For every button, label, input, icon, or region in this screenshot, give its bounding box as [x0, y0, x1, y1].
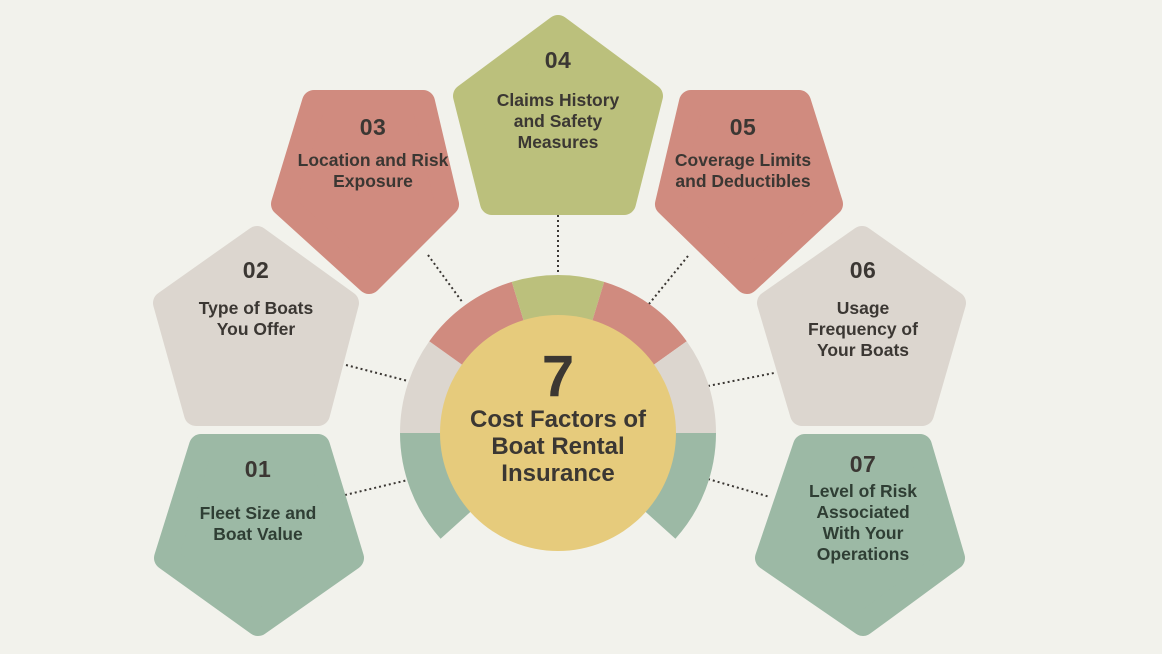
factor-05: 05 Coverage Limits and Deductibles — [663, 114, 823, 192]
factor-01-number: 01 — [244, 456, 272, 482]
ring-segment-02 — [400, 341, 463, 433]
factor-04: 04 Claims History and Safety Measures — [478, 47, 638, 153]
factor-02-label: Type of Boats You Offer — [198, 298, 314, 339]
pentagon-02 — [153, 226, 359, 426]
pentagon-05 — [655, 90, 843, 294]
connector-07 — [707, 478, 771, 498]
pentagon-06 — [757, 226, 966, 426]
factor-01-label: Fleet Size and Boat Value — [199, 503, 317, 544]
factor-shapes — [153, 15, 966, 636]
factor-02: 02 Type of Boats You Offer — [176, 257, 336, 340]
pentagon-03 — [271, 90, 459, 294]
factor-06-label: Usage Frequency of Your Boats — [808, 298, 918, 360]
ring-segment-04 — [511, 274, 605, 322]
pentagon-07 — [755, 434, 965, 636]
center-number: 7 — [541, 344, 575, 409]
factor-03-number: 03 — [359, 114, 387, 140]
pentagon-04 — [453, 15, 663, 215]
connector-06 — [707, 372, 775, 387]
ring-segment-06 — [653, 341, 716, 433]
connector-02 — [345, 364, 409, 382]
factor-06-number: 06 — [849, 257, 877, 283]
connector-01 — [344, 479, 409, 496]
connector-05 — [648, 255, 689, 305]
factor-07-label: Level of Risk Associated With Your Opera… — [809, 481, 917, 564]
ring-segment-01 — [400, 433, 472, 539]
connector-03 — [427, 254, 464, 304]
pentagon-01 — [154, 434, 364, 636]
factor-04-number: 04 — [544, 47, 572, 73]
center-circle — [440, 315, 676, 551]
factor-06: 06 Usage Frequency of Your Boats — [783, 257, 943, 361]
segment-ring — [400, 274, 716, 539]
connector-lines — [344, 215, 775, 498]
center-title: Cost Factors of Boat Rental Insurance — [469, 406, 646, 487]
factor-03-label: Location and Risk Exposure — [297, 150, 449, 191]
ring-segment-05 — [592, 281, 687, 366]
factor-07-number: 07 — [849, 451, 877, 477]
ring-segment-07 — [644, 433, 716, 539]
factor-04-label: Claims History and Safety Measures — [496, 90, 620, 152]
factor-03: 03 Location and Risk Exposure — [283, 114, 463, 192]
factor-05-number: 05 — [729, 114, 757, 140]
ring-segment-03 — [429, 281, 524, 366]
factor-02-number: 02 — [242, 257, 270, 283]
factor-01: 01 Fleet Size and Boat Value — [178, 456, 338, 545]
factor-07: 07 Level of Risk Associated With Your Op… — [783, 451, 943, 565]
factor-05-label: Coverage Limits and Deductibles — [674, 150, 812, 191]
